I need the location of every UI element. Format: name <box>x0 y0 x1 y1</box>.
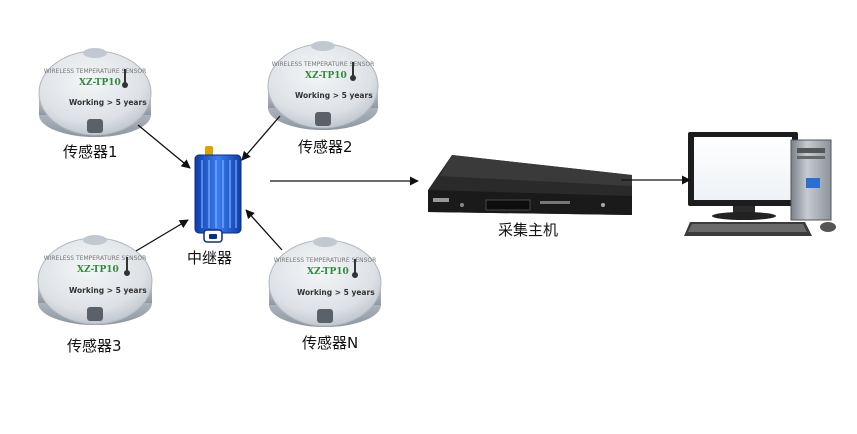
arrow-sensor3-to-repeater <box>135 219 189 252</box>
svg-text:WIRELESS TEMPERATURE SENSOR: WIRELESS TEMPERATURE SENSOR <box>272 61 375 68</box>
sensor-model: XZ-TP10 <box>77 265 119 275</box>
repeater-device <box>194 146 242 243</box>
computer-workstation <box>684 132 836 236</box>
svg-text:WIRELESS TEMPERATURE SENSOR: WIRELESS TEMPERATURE SENSOR <box>274 257 377 264</box>
sensor-3: WIRELESS TEMPERATURE SENSOR XZ-TP10 Work… <box>37 235 153 325</box>
svg-text:WIRELESS TEMPERATURE SENSOR: WIRELESS TEMPERATURE SENSOR <box>44 255 147 262</box>
svg-text:WIRELESS TEMPERATURE SENSOR: WIRELESS TEMPERATURE SENSOR <box>44 68 147 75</box>
sensor-model: XZ-TP10 <box>307 267 349 277</box>
mount-hole-icon <box>87 307 103 321</box>
sensor-spec: Working > 5 years <box>69 286 147 295</box>
sensor-spec: Working > 5 years <box>69 98 147 107</box>
host-label: 采集主机 <box>498 221 559 239</box>
sensor-2: WIRELESS TEMPERATURE SENSOR XZ-TP10 Work… <box>267 41 379 130</box>
mouse-icon <box>820 222 836 232</box>
arrow-sensor1-to-repeater <box>137 124 191 169</box>
sensor-model: XZ-TP10 <box>79 78 121 88</box>
arrow-sensor2-to-repeater <box>241 115 281 161</box>
sensor-n: WIRELESS TEMPERATURE SENSOR XZ-TP10 Work… <box>268 237 382 327</box>
mount-hole-icon <box>317 309 333 323</box>
arrow-sensorn-to-repeater <box>245 209 283 251</box>
sensor-n-label: 传感器N <box>302 334 359 352</box>
mount-hole-icon <box>315 112 331 126</box>
repeater-label: 中继器 <box>187 249 233 267</box>
sensor-spec: Working > 5 years <box>297 288 375 297</box>
mount-hole-icon <box>87 119 103 133</box>
sensor-3-label: 传感器3 <box>67 337 122 355</box>
collection-host-device <box>428 155 632 215</box>
sensor-model: XZ-TP10 <box>305 71 347 81</box>
sensor-1-label: 传感器1 <box>63 143 118 161</box>
sensor-spec: Working > 5 years <box>295 91 373 100</box>
sensor-1: WIRELESS TEMPERATURE SENSOR XZ-TP10 Work… <box>38 48 152 137</box>
sensor-2-label: 传感器2 <box>298 138 353 156</box>
